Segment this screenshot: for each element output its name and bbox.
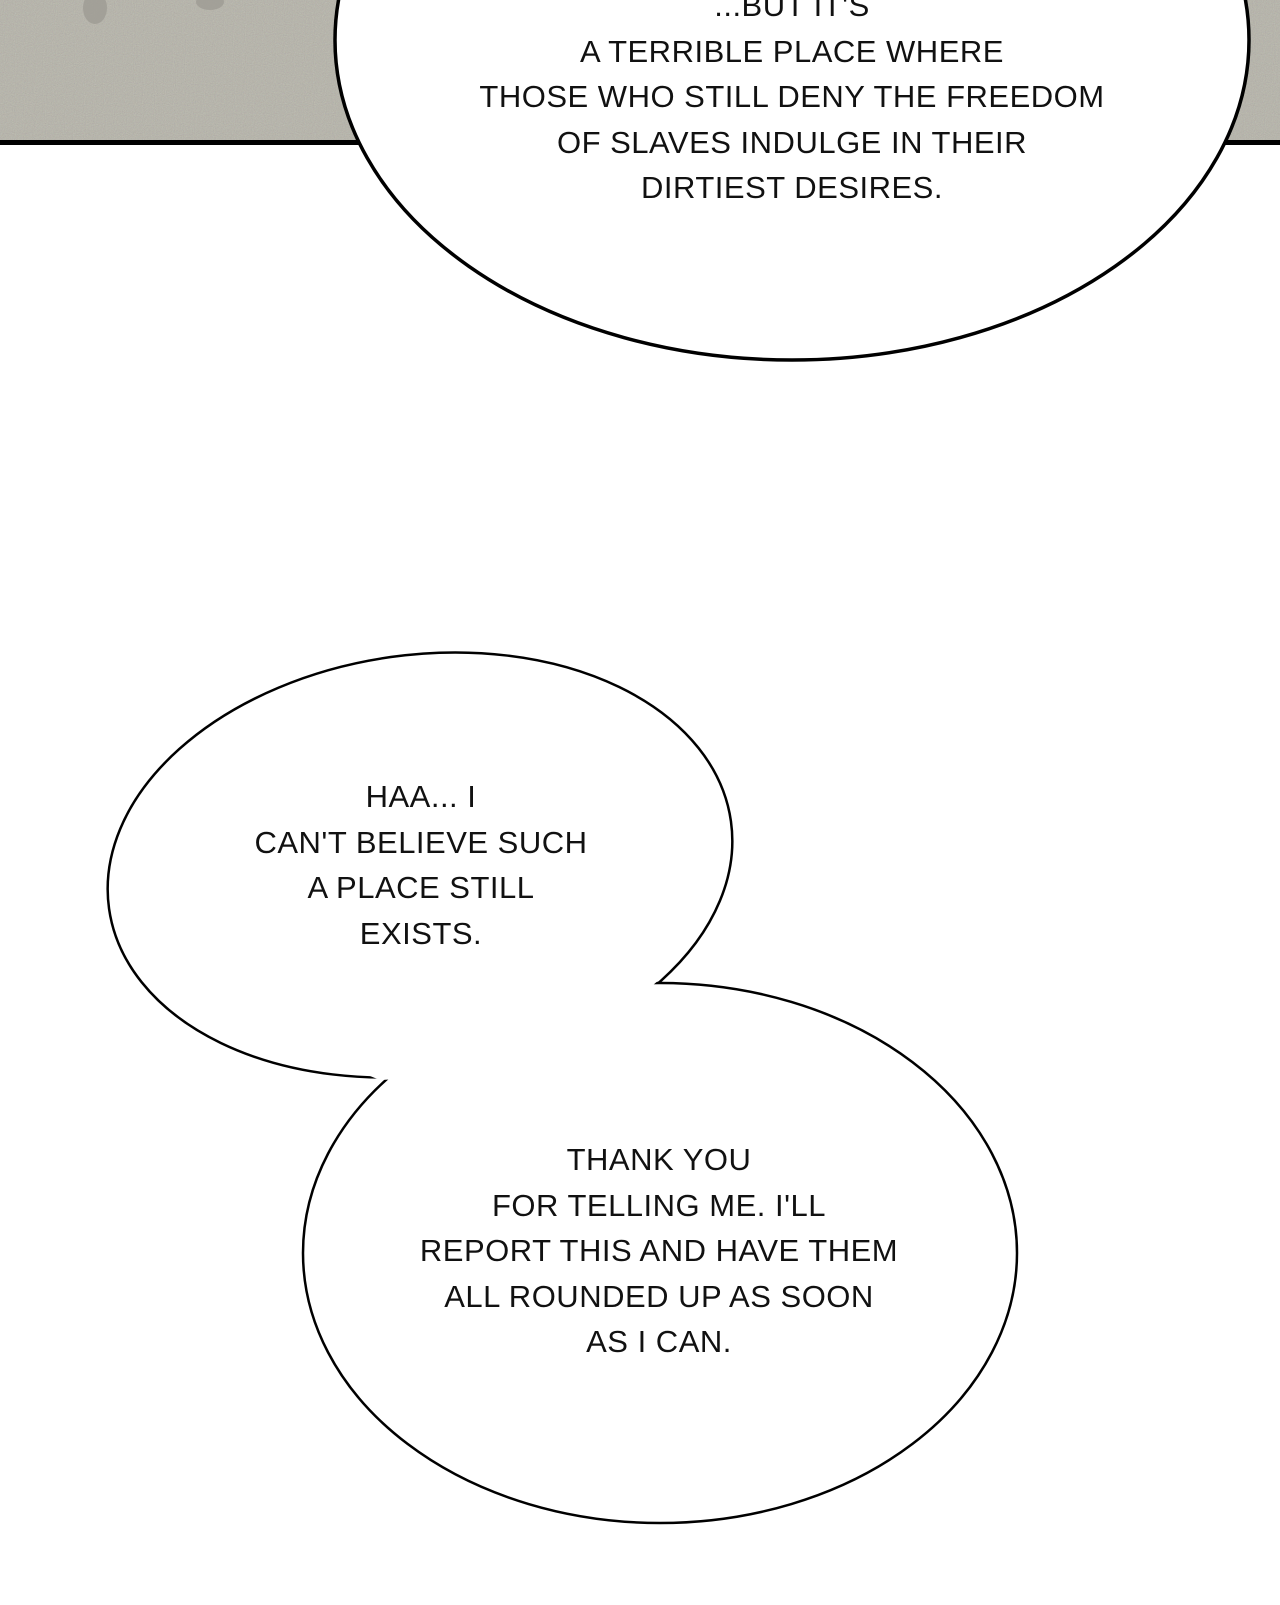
text-line: EXISTS.	[359, 915, 483, 951]
speech-bubble-2	[106, 651, 1019, 1525]
text-line: DIRTIEST DESIRES.	[641, 170, 943, 205]
text-line: ...BUT IT'S	[714, 0, 870, 23]
bubble-2-text: HAA... I CAN'T BELIEVE SUCH A PLACE STIL…	[254, 774, 587, 956]
text-line: REPORT THIS AND HAVE THEM	[419, 1233, 899, 1268]
text-line: CAN'T BELIEVE SUCH	[254, 824, 588, 860]
bubble-1-text: ...BUT IT'S A TERRIBLE PLACE WHERE THOSE…	[479, 0, 1104, 211]
text-line: A TERRIBLE PLACE WHERE	[580, 33, 1004, 69]
text-line: THANK YOU	[566, 1142, 752, 1177]
text-line: ALL ROUNDED UP AS SOON	[444, 1278, 874, 1314]
droplet-shape	[196, 0, 224, 10]
droplet-shape	[83, 0, 107, 24]
text-line: THOSE WHO STILL DENY THE FREEDOM	[479, 79, 1105, 114]
text-line: A PLACE STILL	[307, 870, 535, 905]
text-line: AS I CAN.	[586, 1324, 732, 1359]
text-line: HAA... I	[365, 779, 477, 814]
speech-bubble-1	[333, 0, 1251, 362]
bubble-3-text: THANK YOU FOR TELLING ME. I'LL REPORT TH…	[420, 1137, 898, 1365]
text-line: OF SLAVES INDULGE IN THEIR	[556, 124, 1028, 160]
text-line: FOR TELLING ME. I'LL	[491, 1187, 827, 1223]
